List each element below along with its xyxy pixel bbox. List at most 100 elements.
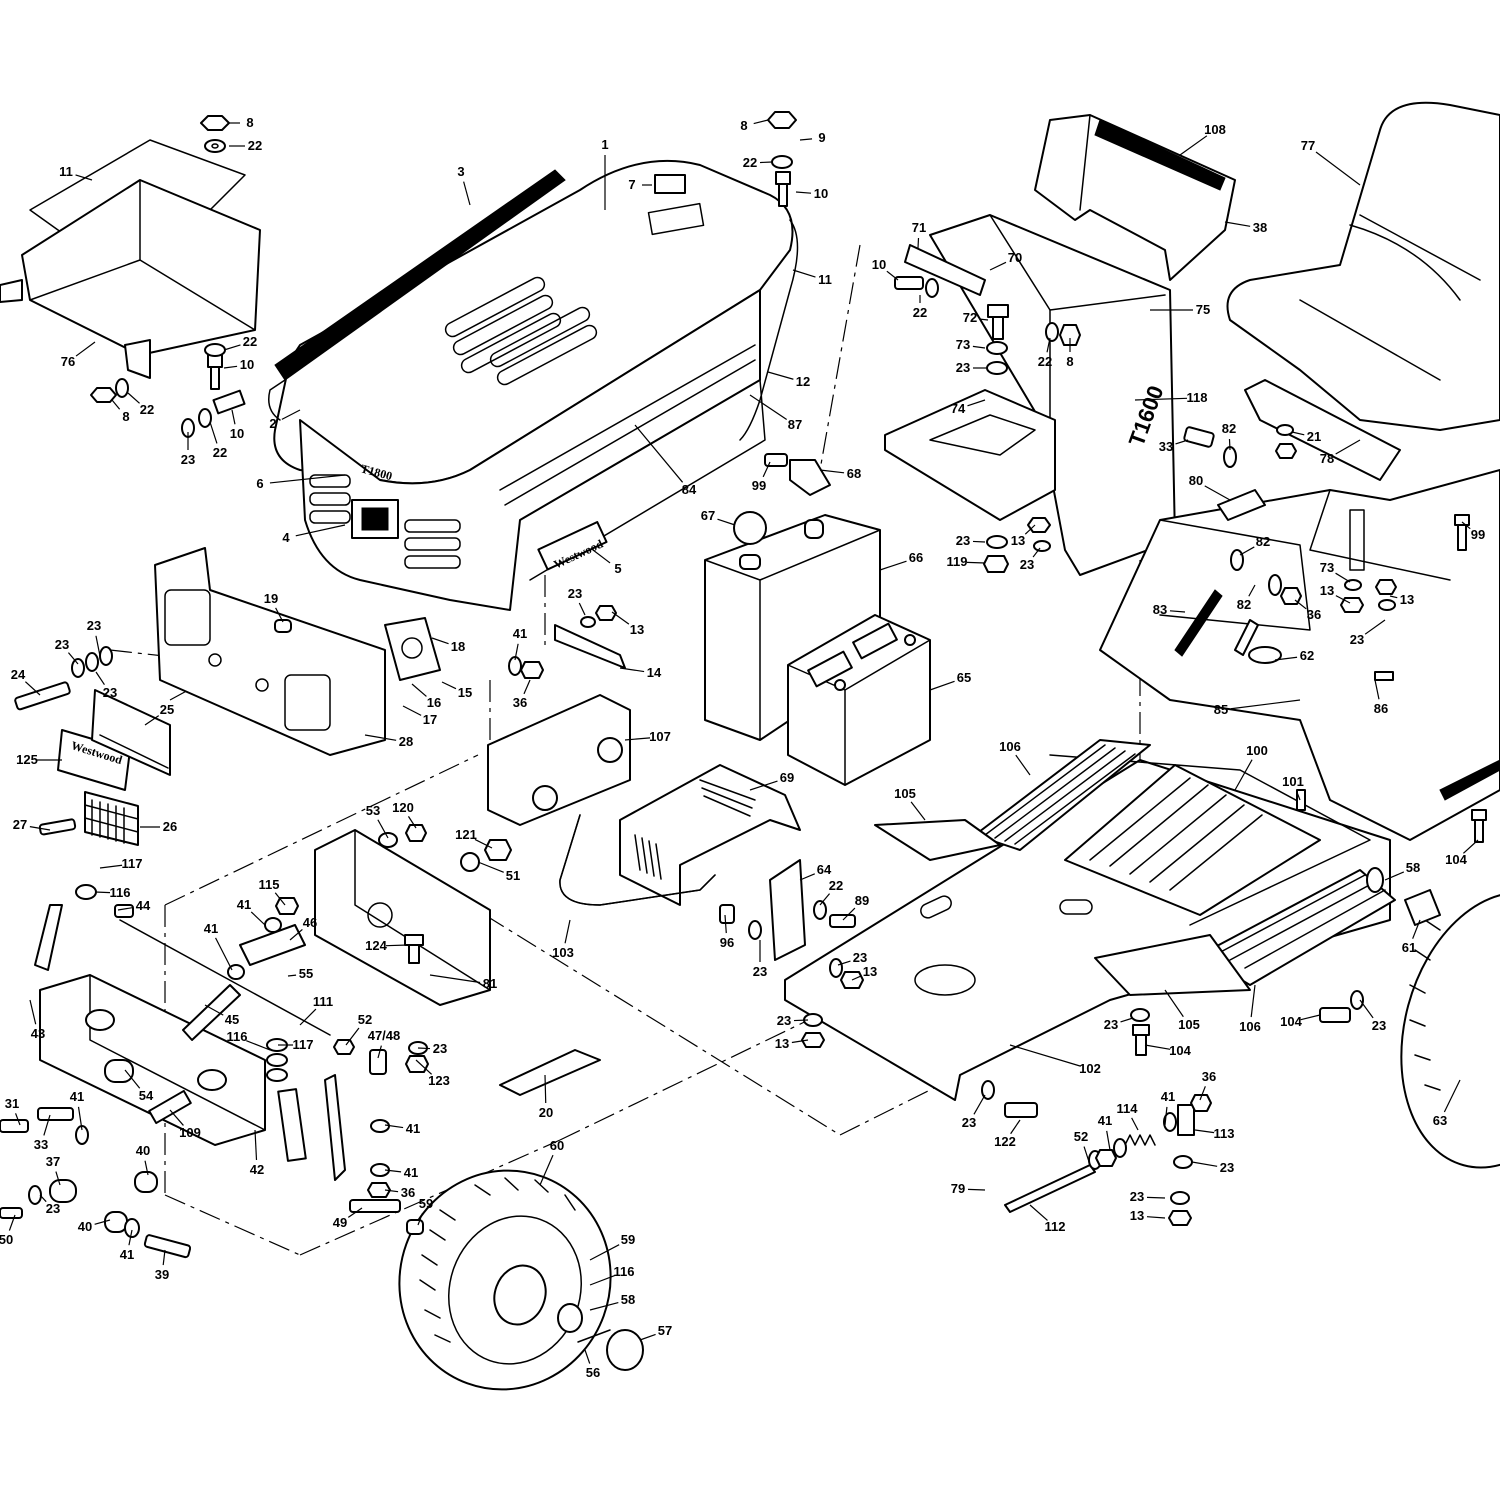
bolt-icon — [212, 389, 246, 415]
callout-c118: 118 — [1187, 390, 1208, 405]
callout-leader — [204, 1004, 224, 1016]
decal-83 — [1174, 589, 1223, 657]
callout-c18: 18 — [451, 639, 465, 654]
callout-c13d: 13 — [1320, 583, 1334, 598]
callout-c84: 84 — [682, 482, 697, 497]
callout-c22c: 22 — [140, 402, 154, 417]
callout-leader — [1224, 221, 1251, 227]
callout-c68: 68 — [847, 466, 861, 481]
nut-icon — [484, 839, 512, 861]
callout-leader — [910, 801, 926, 821]
bolt-icon — [1296, 789, 1306, 811]
callout-leader — [1248, 584, 1256, 597]
callout-leader — [415, 1059, 433, 1075]
callout-leader — [94, 891, 111, 894]
hood-top-panel — [273, 159, 794, 485]
bushing-37 — [49, 1179, 77, 1203]
callout-leader — [29, 826, 51, 831]
callout-leader — [842, 907, 856, 921]
callout-leader — [231, 409, 236, 425]
nut-icon — [1059, 324, 1081, 346]
callout-c9: 9 — [818, 130, 825, 145]
callout-c11a: 11 — [59, 164, 73, 179]
bolt-icon — [349, 1199, 401, 1213]
callout-c55: 55 — [299, 966, 313, 981]
callout-leader — [275, 607, 284, 623]
callout-leader — [584, 1349, 591, 1364]
callout-c116a: 116 — [110, 885, 131, 900]
callout-c43: 43 — [31, 1026, 45, 1041]
pin-19 — [274, 619, 292, 633]
callout-leader — [544, 1074, 547, 1104]
callout-leader — [1294, 599, 1307, 610]
callout-leader — [1083, 1146, 1091, 1166]
callout-leader — [385, 944, 409, 947]
callout-c27: 27 — [13, 817, 27, 832]
callout-c15: 15 — [458, 685, 472, 700]
callout-leader — [1230, 699, 1301, 710]
callout-c23d: 23 — [55, 637, 69, 652]
bolt-icon — [764, 453, 788, 467]
bolt-icon — [1183, 426, 1215, 448]
nut-icon — [1168, 1210, 1192, 1226]
callout-c39: 39 — [155, 1267, 169, 1282]
callout-c45: 45 — [225, 1012, 239, 1027]
callout-leader — [819, 469, 845, 474]
washer-icon — [1033, 540, 1051, 552]
hood-seal-strip-11 — [739, 219, 799, 441]
callout-leader — [347, 1207, 363, 1218]
dash-tower-assembly: T1600 — [884, 114, 1236, 576]
washer-icon — [1268, 574, 1282, 596]
callout-leader — [1461, 521, 1471, 530]
callout-c105b: 105 — [894, 786, 916, 801]
nut-icon — [1095, 1149, 1117, 1167]
callout-leader — [851, 975, 862, 981]
bracket-14 — [554, 624, 626, 669]
washer-icon — [198, 408, 212, 428]
washer-icon — [204, 343, 226, 357]
callout-leader — [1315, 151, 1361, 186]
callout-c13f: 13 — [1011, 533, 1025, 548]
nut-icon — [983, 555, 1009, 573]
callout-c13c: 13 — [775, 1036, 789, 1051]
callout-c23e: 23 — [87, 618, 101, 633]
callout-leader — [1179, 135, 1208, 156]
center-mat-100 — [1064, 764, 1321, 916]
callout-c60: 60 — [550, 1138, 564, 1153]
fuel-cap-67 — [733, 511, 767, 545]
callout-c53: 53 — [366, 803, 380, 818]
washer-icon — [1130, 1008, 1150, 1022]
front-bumper-28 — [154, 547, 386, 756]
callout-c13b: 13 — [863, 964, 877, 979]
callout-leader — [1443, 1079, 1461, 1113]
callout-c23k: 23 — [777, 1013, 791, 1028]
callout-leader — [717, 518, 736, 526]
callout-c36d: 36 — [1202, 1069, 1216, 1084]
callout-c12: 12 — [796, 374, 810, 389]
callout-c105a: 105 — [1178, 1017, 1200, 1032]
bolt-icon — [1319, 1007, 1351, 1023]
callout-c100: 100 — [1246, 743, 1268, 758]
callout-c36a: 36 — [513, 695, 527, 710]
callout-c115: 115 — [259, 877, 280, 892]
washer-icon — [813, 900, 827, 920]
front-bumper-assembly — [154, 547, 441, 756]
callout-leader — [1291, 431, 1305, 436]
callout-leader — [377, 819, 389, 839]
callout-c41h: 41 — [1098, 1113, 1112, 1128]
callout-leader — [799, 138, 813, 141]
callout-leader — [1146, 1216, 1166, 1219]
callout-leader-lines — [8, 119, 1479, 1364]
callout-c72: 72 — [963, 310, 977, 325]
bolt-icon — [829, 914, 856, 928]
callout-c59a: 59 — [419, 1196, 433, 1211]
washer-icon — [264, 917, 282, 933]
callout-leader — [215, 937, 233, 971]
callout-leader — [589, 1301, 619, 1311]
callout-leader — [441, 681, 457, 690]
callout-leader — [77, 1106, 83, 1131]
callout-leader — [299, 1008, 317, 1026]
callout-leader — [1194, 1129, 1215, 1134]
callout-leader — [1134, 397, 1188, 401]
callout-leader — [619, 667, 645, 673]
